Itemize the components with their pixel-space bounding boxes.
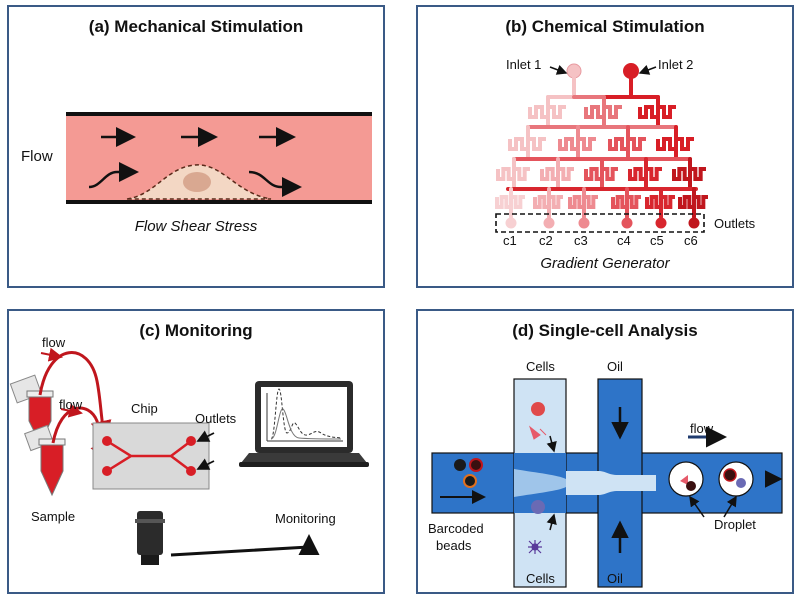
- flow-arrow-indicator: [60, 403, 83, 418]
- chip-outlet: [186, 466, 196, 476]
- outlet-arrow: [196, 430, 215, 442]
- flow-label: flow: [690, 421, 714, 436]
- flow-arrow-indicator: [40, 347, 63, 362]
- cell: [531, 402, 545, 416]
- droplet: [718, 461, 754, 497]
- inlet-2-port: [623, 63, 639, 79]
- channel-label-c6: c6: [684, 233, 698, 248]
- panel-a-title: (a) Mechanical Stimulation: [88, 17, 304, 36]
- channel-label-c1: c1: [503, 233, 517, 248]
- chip-inlet: [102, 466, 112, 476]
- panel-chemical-stimulation: (b) Chemical Stimulation Inlet 1 Inlet 2…: [416, 5, 794, 288]
- cells-label-bottom: Cells: [526, 571, 555, 586]
- channel-label-c3: c3: [574, 233, 588, 248]
- flow-label: Flow: [21, 148, 53, 165]
- barcoded-label: Barcoded: [428, 521, 484, 536]
- panel-mechanical-stimulation: (a) Mechanical Stimulation Flow Flow She…: [7, 5, 385, 288]
- outlets-label: Outlets: [714, 216, 756, 231]
- bead-in-droplet: [686, 481, 696, 491]
- cell-nucleus: [183, 172, 211, 192]
- inlet-1-arrow: [549, 64, 568, 75]
- oil-label-top: Oil: [607, 359, 623, 374]
- flow-tube: [38, 351, 112, 442]
- monitoring-diagram: [9, 347, 369, 565]
- inlet-1-port: [566, 63, 582, 79]
- channel-label-c2: c2: [539, 233, 553, 248]
- chip-label: Chip: [131, 401, 158, 416]
- outlet-port: [578, 217, 590, 229]
- laptop-icon: [239, 381, 369, 467]
- inlet-2-label: Inlet 2: [658, 57, 694, 72]
- inlet-2-arrow: [638, 64, 657, 75]
- barcoded-bead: [454, 459, 466, 471]
- gradient-generator-diagram: [495, 63, 708, 233]
- cell: [531, 500, 545, 514]
- sample-label: Sample: [31, 509, 76, 524]
- droplet-arrow: [689, 495, 705, 518]
- beads-label: beads: [436, 538, 472, 553]
- carrier-stream: [566, 471, 656, 495]
- flow-shear-stress-diagram: [66, 112, 372, 204]
- outlet-port: [621, 217, 633, 229]
- flow-label-1: flow: [42, 335, 66, 350]
- channel-label-c5: c5: [650, 233, 664, 248]
- gradient-generator-caption: Gradient Generator: [540, 255, 670, 272]
- cell-in-droplet: [680, 475, 688, 485]
- curved-flow-arrow: [88, 162, 139, 189]
- outlets-label: Outlets: [195, 411, 237, 426]
- curved-flow-arrow: [248, 170, 302, 197]
- panel-monitoring: (c) Monitoring: [7, 309, 385, 594]
- gradient-channel-network: [495, 76, 708, 229]
- cells-label-top: Cells: [526, 359, 555, 374]
- cell: [528, 425, 547, 440]
- outlet-port: [505, 217, 517, 229]
- barcoded-bead: [469, 458, 483, 472]
- panel-c-title: (c) Monitoring: [139, 321, 253, 340]
- bead-in-droplet: [723, 468, 737, 482]
- oil-label-bottom: Oil: [607, 571, 623, 586]
- outlets-box: [495, 213, 705, 233]
- inlet-1-label: Inlet 1: [506, 57, 542, 72]
- outlet-port: [543, 217, 555, 229]
- barcoded-bead: [463, 474, 477, 488]
- outlet-port: [688, 217, 700, 229]
- panel-d-title: (d) Single-cell Analysis: [512, 321, 698, 340]
- microscope-objective-icon: [135, 511, 165, 565]
- panel-b-title: (b) Chemical Stimulation: [505, 17, 705, 36]
- flow-shear-stress-caption: Flow Shear Stress: [134, 218, 258, 235]
- channel-labels: c1 c2 c3 c4 c5 c6: [418, 233, 792, 251]
- chip-outlet: [186, 436, 196, 446]
- panel-single-cell-analysis: (d) Single-cell Analysis: [416, 309, 794, 594]
- droplet-arrow: [723, 495, 737, 518]
- droplet-label: Droplet: [714, 517, 756, 532]
- outlet-arrow: [196, 458, 215, 470]
- monitoring-arrow: [170, 534, 320, 557]
- sample-tube: [24, 424, 66, 497]
- monitoring-label: Monitoring: [275, 511, 336, 526]
- flow-label-2: flow: [59, 397, 83, 412]
- outlet-port: [655, 217, 667, 229]
- chip-inlet: [102, 436, 112, 446]
- channel-label-c4: c4: [617, 233, 631, 248]
- droplet-microfluidics-diagram: [431, 378, 783, 588]
- cell-in-droplet: [736, 478, 746, 488]
- neuron-cell: [528, 540, 542, 554]
